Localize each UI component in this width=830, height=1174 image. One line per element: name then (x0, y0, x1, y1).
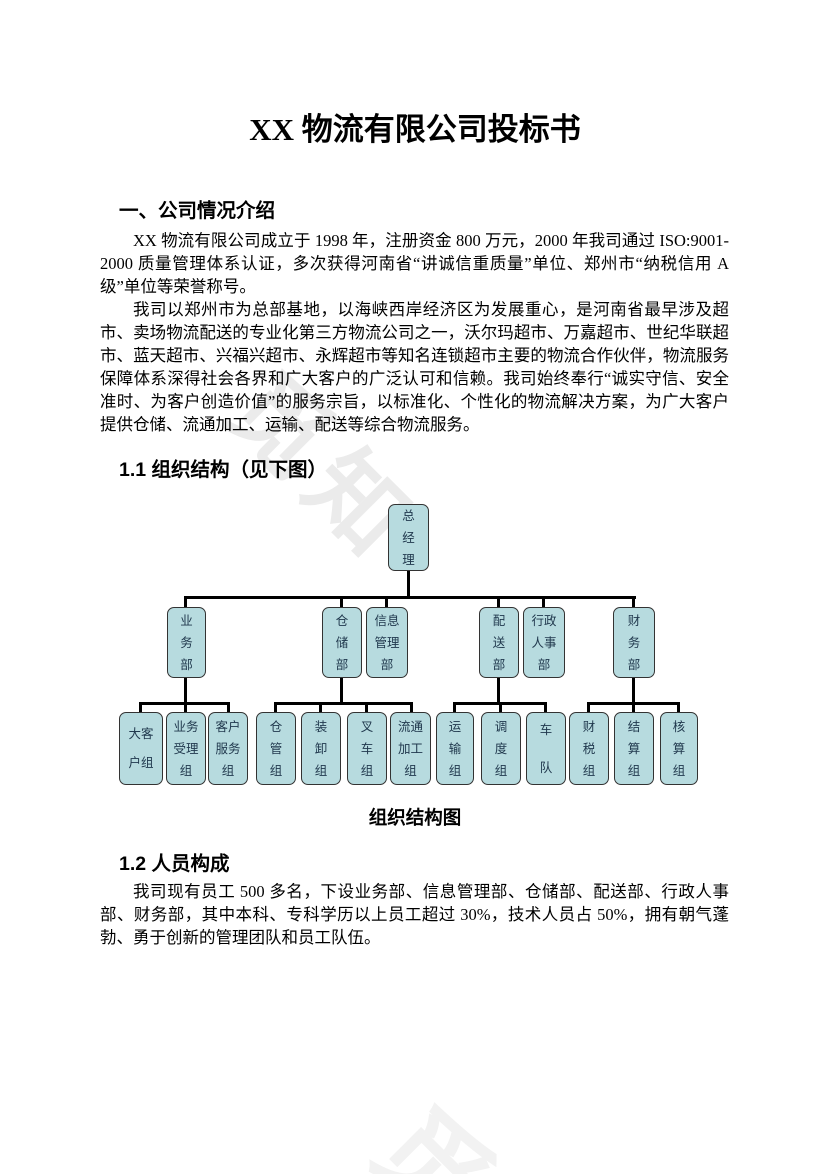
document-title: XX 物流有限公司投标书 (249, 112, 581, 147)
org-box-dept-distribution: 配送部 (479, 607, 519, 678)
org-box-group-forklift: 叉车组 (347, 712, 387, 785)
org-box-label: 行政人事部 (531, 613, 557, 672)
org-box-general-manager: 总经理 (388, 504, 429, 571)
org-chart: 总经理 业务部 仓储部 信息管理部 配送部 行政人事部 财务部 大客户组 业务受… (119, 504, 698, 785)
org-chart-caption: 组织结构图 (368, 807, 462, 828)
org-box-label: 财税组 (582, 719, 596, 778)
org-box-group-loading: 装卸组 (301, 712, 341, 785)
org-box-group-business-acceptance: 业务受理组 (166, 712, 206, 785)
connector-line (139, 704, 142, 714)
org-box-group-finance-tax: 财税组 (569, 712, 609, 785)
connector-line (227, 704, 230, 714)
staff-paragraph-1: 我司现有员工 500 多名，下设业务部、信息管理部、仓储部、配送部、行政人事部、… (100, 882, 729, 947)
intro-paragraphs: XX 物流有限公司成立于 1998 年，注册资金 800 万元，2000 年我司… (100, 229, 729, 436)
staff-paragraphs: 我司现有员工 500 多名，下设业务部、信息管理部、仓储部、配送部、行政人事部、… (100, 880, 729, 949)
org-box-label: 大客户组 (128, 726, 154, 770)
org-box-label: 车队 (539, 722, 553, 775)
org-box-label: 总经理 (402, 508, 415, 567)
org-box-group-warehouse-keeping: 仓管组 (256, 712, 296, 785)
connector-line (497, 598, 500, 609)
org-box-group-customer-service: 客户服务组 (208, 712, 248, 785)
section-1-1-heading: 1.1 组织结构（见下图） (119, 459, 328, 481)
org-box-dept-information: 信息管理部 (366, 607, 408, 678)
connector-line (340, 598, 343, 609)
org-box-label: 流通加工组 (397, 719, 423, 778)
org-box-label: 仓管组 (269, 719, 283, 778)
org-box-label: 业务受理组 (173, 719, 199, 778)
connector-line (407, 570, 410, 598)
org-box-group-transport: 运输组 (436, 712, 474, 785)
connector-line (184, 596, 636, 599)
connector-line (453, 704, 456, 714)
connector-line (319, 704, 322, 714)
org-box-label: 核算组 (672, 719, 686, 778)
connector-line (365, 704, 368, 714)
org-box-group-dispatch: 调度组 (481, 712, 521, 785)
section-1-heading: 一、公司情况介绍 (119, 200, 276, 222)
org-box-label: 配送部 (492, 613, 506, 672)
connector-line (184, 598, 187, 609)
org-box-label: 财务部 (627, 613, 641, 672)
connector-line (677, 704, 680, 714)
connector-line (410, 704, 413, 714)
intro-paragraph-2: 我司以郑州市为总部基地，以海峡西岸经济区为发展重心，是河南省最早涉及超市、卖场物… (100, 300, 729, 434)
org-box-group-accounting: 核算组 (660, 712, 698, 785)
org-box-label: 叉车组 (360, 719, 374, 778)
org-box-label: 运输组 (448, 719, 462, 778)
connector-line (632, 598, 635, 609)
org-box-group-settlement: 结算组 (614, 712, 654, 785)
org-box-label: 业务部 (180, 613, 193, 672)
connector-line (632, 704, 635, 714)
connector-line (499, 704, 502, 714)
org-box-group-fleet: 车队 (526, 712, 566, 785)
org-box-label: 结算组 (627, 719, 641, 778)
org-box-label: 装卸组 (314, 719, 328, 778)
connector-line (139, 702, 230, 705)
org-box-label: 客户服务组 (215, 719, 241, 778)
connector-line (497, 677, 500, 704)
connector-line (340, 677, 343, 704)
connector-line (587, 702, 680, 705)
intro-paragraph-1: XX 物流有限公司成立于 1998 年，注册资金 800 万元，2000 年我司… (100, 231, 729, 296)
org-box-group-circulation-processing: 流通加工组 (390, 712, 431, 785)
connector-line (632, 677, 635, 704)
org-box-label: 调度组 (494, 719, 508, 778)
connector-line (385, 598, 388, 609)
org-box-dept-admin-hr: 行政人事部 (523, 607, 565, 678)
connector-line (587, 704, 590, 714)
connector-line (184, 677, 187, 704)
connector-line (544, 704, 547, 714)
connector-line (184, 704, 187, 714)
org-box-dept-finance: 财务部 (613, 607, 655, 678)
org-box-label: 信息管理部 (374, 613, 400, 672)
connector-line (453, 702, 547, 705)
org-box-label: 仓储部 (335, 613, 349, 672)
connector-line (274, 702, 413, 705)
org-box-group-key-accounts: 大客户组 (119, 712, 163, 785)
section-1-2-heading: 1.2 人员构成 (119, 853, 230, 875)
connector-line (542, 598, 545, 609)
connector-line (274, 704, 277, 714)
org-box-dept-warehouse: 仓储部 (322, 607, 362, 678)
org-box-dept-business: 业务部 (167, 607, 206, 678)
